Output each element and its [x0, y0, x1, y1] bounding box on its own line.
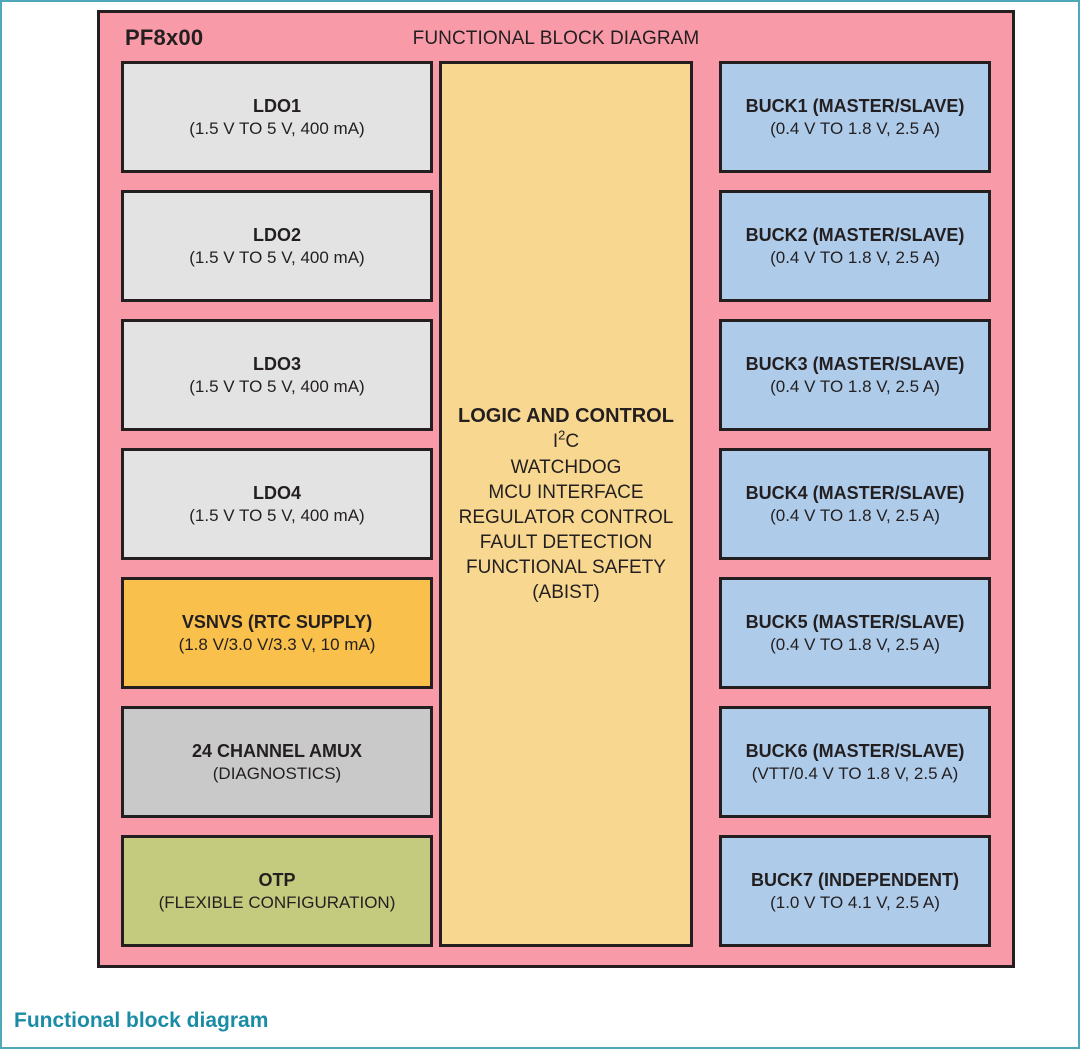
logic-line-regulator-control: REGULATOR CONTROL	[458, 506, 674, 528]
block-ldo4-title: LDO4	[252, 483, 301, 504]
block-buck2-title: BUCK2 (MASTER/SLAVE)	[745, 225, 965, 246]
figure-caption: Functional block diagram	[14, 1009, 269, 1032]
block-buck1-spec: (0.4 V TO 1.8 V, 2.5 A)	[770, 118, 940, 138]
block-buck5-spec: (0.4 V TO 1.8 V, 2.5 A)	[770, 634, 940, 654]
block-buck7[interactable]: BUCK7 (INDEPENDENT) (1.0 V TO 4.1 V, 2.5…	[719, 835, 991, 947]
block-amux-spec: (DIAGNOSTICS)	[212, 763, 342, 783]
i2c-superscript: 2	[558, 428, 566, 444]
block-ldo2-spec: (1.5 V TO 5 V, 400 mA)	[189, 247, 365, 267]
logic-line-functional-safety: FUNCTIONAL SAFETY	[466, 556, 666, 578]
block-buck1[interactable]: BUCK1 (MASTER/SLAVE) (0.4 V TO 1.8 V, 2.…	[719, 61, 991, 173]
center-column: LOGIC AND CONTROL I2C WATCHDOG MCU INTER…	[439, 61, 693, 947]
block-buck4-spec: (0.4 V TO 1.8 V, 2.5 A)	[770, 505, 940, 525]
block-buck3-spec: (0.4 V TO 1.8 V, 2.5 A)	[770, 376, 940, 396]
logic-line-fault-detection: FAULT DETECTION	[479, 531, 653, 553]
logic-line-i2c: I2C	[553, 429, 579, 454]
block-amux[interactable]: 24 CHANNEL AMUX (DIAGNOSTICS)	[121, 706, 433, 818]
block-amux-title: 24 CHANNEL AMUX	[191, 741, 363, 762]
i2c-prefix: I	[552, 431, 559, 453]
block-ldo3-spec: (1.5 V TO 5 V, 400 mA)	[189, 376, 365, 396]
block-vsnvs-title: VSNVS (RTC SUPPLY)	[181, 612, 373, 633]
block-buck3-title: BUCK3 (MASTER/SLAVE)	[745, 354, 965, 375]
block-buck1-title: BUCK1 (MASTER/SLAVE)	[745, 96, 965, 117]
logic-title: LOGIC AND CONTROL	[458, 405, 674, 428]
block-buck7-title: BUCK7 (INDEPENDENT)	[750, 870, 959, 891]
part-number-label: PF8x00	[125, 25, 204, 50]
right-column: BUCK1 (MASTER/SLAVE) (0.4 V TO 1.8 V, 2.…	[719, 61, 991, 947]
block-buck3[interactable]: BUCK3 (MASTER/SLAVE) (0.4 V TO 1.8 V, 2.…	[719, 319, 991, 431]
left-column: LDO1 (1.5 V TO 5 V, 400 mA) LDO2 (1.5 V …	[121, 61, 433, 947]
block-buck4[interactable]: BUCK4 (MASTER/SLAVE) (0.4 V TO 1.8 V, 2.…	[719, 448, 991, 560]
block-ldo3-title: LDO3	[252, 354, 301, 375]
block-ldo4[interactable]: LDO4 (1.5 V TO 5 V, 400 mA)	[121, 448, 433, 560]
block-otp[interactable]: OTP (FLEXIBLE CONFIGURATION)	[121, 835, 433, 947]
block-buck5[interactable]: BUCK5 (MASTER/SLAVE) (0.4 V TO 1.8 V, 2.…	[719, 577, 991, 689]
block-logic-and-control[interactable]: LOGIC AND CONTROL I2C WATCHDOG MCU INTER…	[439, 61, 693, 947]
block-buck2[interactable]: BUCK2 (MASTER/SLAVE) (0.4 V TO 1.8 V, 2.…	[719, 190, 991, 302]
block-buck2-spec: (0.4 V TO 1.8 V, 2.5 A)	[770, 247, 940, 267]
block-ldo2-title: LDO2	[252, 225, 301, 246]
i2c-suffix: C	[565, 431, 580, 453]
block-ldo1-spec: (1.5 V TO 5 V, 400 mA)	[189, 118, 365, 138]
block-ldo3[interactable]: LDO3 (1.5 V TO 5 V, 400 mA)	[121, 319, 433, 431]
logic-line-abist: (ABIST)	[532, 581, 600, 603]
block-ldo2[interactable]: LDO2 (1.5 V TO 5 V, 400 mA)	[121, 190, 433, 302]
block-buck7-spec: (1.0 V TO 4.1 V, 2.5 A)	[770, 892, 940, 912]
chip-container: PF8x00 FUNCTIONAL BLOCK DIAGRAM LDO1 (1.…	[97, 10, 1015, 968]
block-buck4-title: BUCK4 (MASTER/SLAVE)	[745, 483, 965, 504]
block-buck5-title: BUCK5 (MASTER/SLAVE)	[745, 612, 965, 633]
logic-line-mcu-interface: MCU INTERFACE	[488, 481, 644, 503]
block-otp-title: OTP	[258, 870, 296, 891]
logic-line-watchdog: WATCHDOG	[510, 456, 622, 478]
block-vsnvs-spec: (1.8 V/3.0 V/3.3 V, 10 mA)	[178, 634, 376, 654]
block-ldo4-spec: (1.5 V TO 5 V, 400 mA)	[189, 505, 365, 525]
block-otp-spec: (FLEXIBLE CONFIGURATION)	[158, 892, 396, 912]
block-ldo1[interactable]: LDO1 (1.5 V TO 5 V, 400 mA)	[121, 61, 433, 173]
diagram-title: FUNCTIONAL BLOCK DIAGRAM	[412, 28, 700, 49]
chip-header: PF8x00 FUNCTIONAL BLOCK DIAGRAM	[100, 13, 1012, 61]
block-vsnvs[interactable]: VSNVS (RTC SUPPLY) (1.8 V/3.0 V/3.3 V, 1…	[121, 577, 433, 689]
logic-text-group: LOGIC AND CONTROL I2C WATCHDOG MCU INTER…	[458, 403, 674, 605]
block-buck6-title: BUCK6 (MASTER/SLAVE)	[745, 741, 965, 762]
block-buck6-spec: (VTT/0.4 V TO 1.8 V, 2.5 A)	[751, 763, 959, 783]
block-buck6[interactable]: BUCK6 (MASTER/SLAVE) (VTT/0.4 V TO 1.8 V…	[719, 706, 991, 818]
block-ldo1-title: LDO1	[252, 96, 301, 117]
